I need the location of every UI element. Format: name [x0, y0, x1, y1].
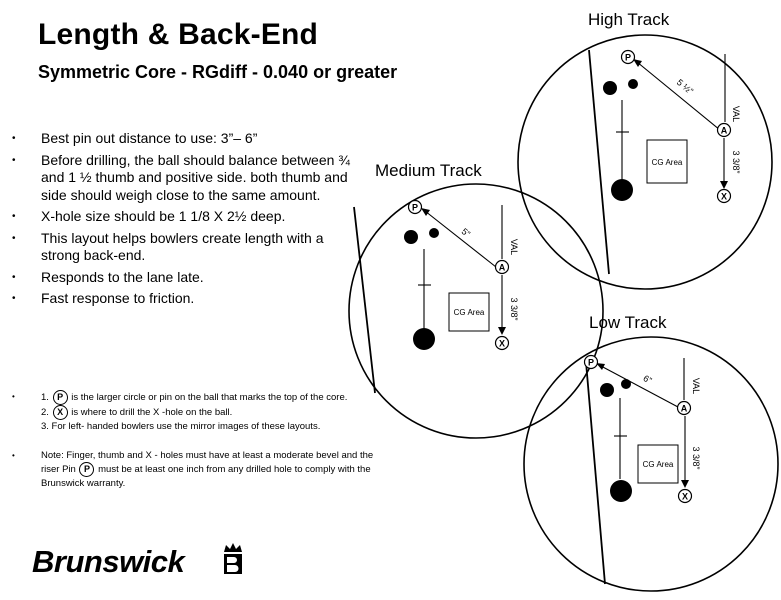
val-label: VAL	[731, 106, 741, 122]
page-subtitle: Symmetric Core - RGdiff - 0.040 or great…	[38, 62, 398, 82]
pin-distance-label: 5”	[460, 226, 472, 239]
cg-area-label: CG Area	[643, 460, 674, 469]
legend-note: 1. P is the larger circle or pin on the …	[12, 390, 382, 433]
list-item: This layout helps bowlers create length …	[12, 230, 352, 265]
list-item: Responds to the lane late.	[12, 269, 352, 287]
high-track-diagram: CG Area 5 ½” VAL 3 3/8” P A X	[517, 34, 773, 290]
pin-marker: P	[583, 354, 599, 370]
list-item: Best pin out distance to use: 3”– 6”	[12, 130, 352, 148]
svg-text:P: P	[412, 203, 418, 213]
svg-text:P: P	[588, 358, 594, 368]
x-distance-label: 3 3/8”	[509, 297, 519, 320]
legend-line-2: 2. X is where to drill the X -hole on th…	[41, 405, 233, 420]
x-hole-marker: X	[494, 335, 510, 351]
val-label: VAL	[691, 378, 701, 394]
warranty-note: Note: Finger, thumb and X - holes must h…	[12, 449, 382, 490]
medium-track-title: Medium Track	[375, 161, 482, 180]
pin-marker: P	[620, 49, 636, 65]
pin-distance-label: 6”	[642, 373, 654, 386]
vaxis-marker: A	[676, 400, 692, 416]
pin-marker: P	[407, 199, 423, 215]
svg-text:A: A	[499, 263, 506, 273]
list-item: Before drilling, the ball should balance…	[12, 152, 352, 205]
cg-area-label: CG Area	[454, 308, 485, 317]
pin-symbol-icon: P	[52, 390, 68, 405]
svg-text:X: X	[682, 492, 688, 502]
cg-area-label: CG Area	[652, 158, 683, 167]
x-distance-label: 3 3/8”	[731, 150, 741, 173]
x-distance-label: 3 3/8”	[691, 446, 701, 469]
legend-line-1: 1. P is the larger circle or pin on the …	[41, 390, 348, 405]
crown-b-icon	[224, 543, 242, 574]
pin-distance-label: 5 ½”	[675, 77, 695, 96]
medium-track-diagram: CG Area 5” VAL 3 3/8” P A X	[348, 183, 604, 439]
vaxis-marker: A	[494, 259, 510, 275]
page-title: Length & Back-End	[38, 18, 319, 51]
x-hole-marker: X	[716, 188, 732, 204]
legend-line-3: 3. For left- handed bowlers use the mirr…	[41, 421, 321, 432]
x-hole-symbol-icon: X	[52, 405, 68, 420]
logo-wordmark: Brunswick	[32, 544, 187, 579]
val-label: VAL	[509, 239, 519, 255]
svg-text:X: X	[721, 192, 727, 202]
svg-text:P: P	[625, 53, 631, 63]
instruction-list: Best pin out distance to use: 3”– 6” Bef…	[12, 130, 352, 312]
notes-block: 1. P is the larger circle or pin on the …	[12, 390, 382, 490]
svg-text:A: A	[681, 404, 688, 414]
x-hole-marker: X	[677, 488, 693, 504]
low-track-title: Low Track	[589, 313, 667, 332]
list-item: X-hole size should be 1 1/8 X 2½ deep.	[12, 208, 352, 226]
pin-symbol-icon: P	[79, 462, 95, 477]
vaxis-marker: A	[716, 122, 732, 138]
high-track-title: High Track	[588, 10, 670, 29]
low-track-diagram: CG Area 6” VAL 3 3/8” P A X	[523, 336, 779, 592]
svg-text:A: A	[721, 126, 728, 136]
list-item: Fast response to friction.	[12, 290, 352, 308]
svg-text:X: X	[499, 339, 505, 349]
brunswick-logo: Brunswick	[32, 543, 242, 579]
